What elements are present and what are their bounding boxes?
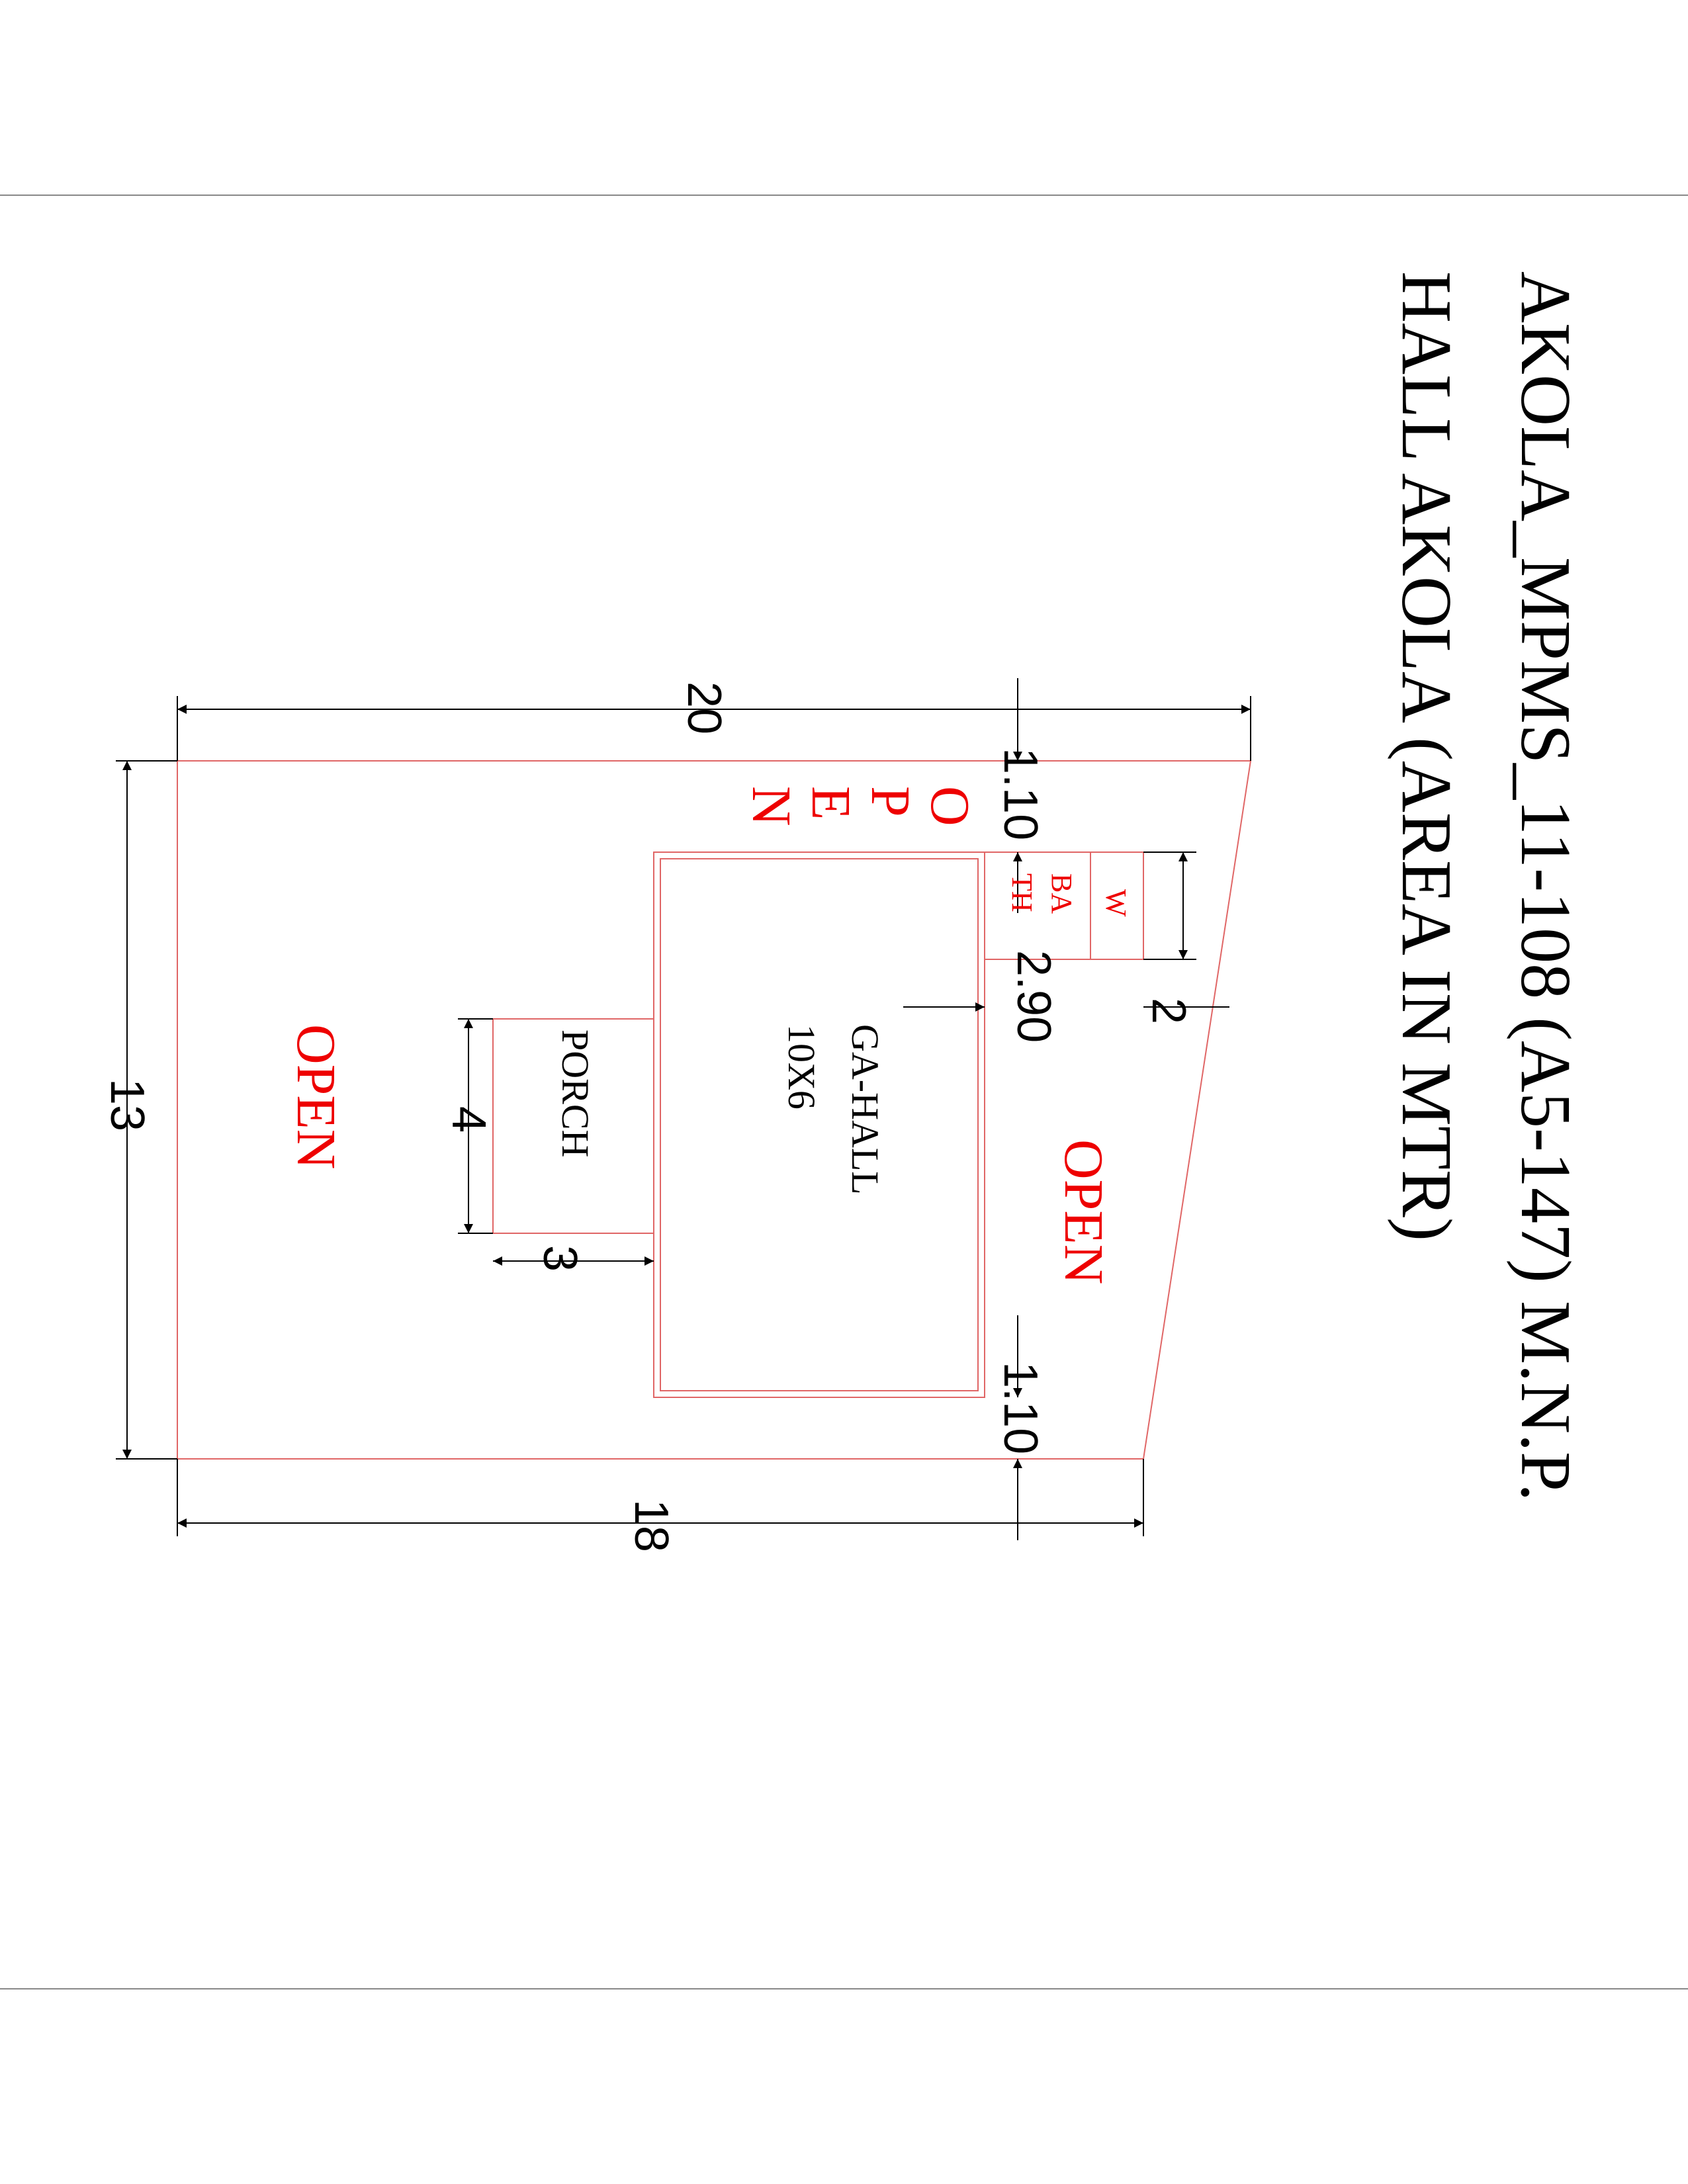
dim-bottom-label: 18 bbox=[625, 1499, 678, 1552]
dimension-lines bbox=[116, 678, 1251, 1540]
open-labels: OPEN OPEN O P E N bbox=[285, 786, 1114, 1284]
porch-label: PORCH bbox=[554, 1029, 597, 1157]
dim-front-offset-label: 1.10 bbox=[994, 748, 1047, 840]
open-vertical-letter-n: N bbox=[740, 786, 802, 826]
hall-outer-wall bbox=[653, 852, 985, 1398]
dim-top-label: 20 bbox=[678, 681, 731, 734]
title-line-2: HALL AKOLA (AREA IN MTR) bbox=[1387, 271, 1466, 1241]
open-vertical-letter-p: P bbox=[860, 786, 921, 817]
bath-label-line-2: TH bbox=[1006, 873, 1038, 912]
wash-outline bbox=[1090, 852, 1144, 960]
open-label-center: OPEN bbox=[285, 1024, 347, 1169]
wet-area-labels: W BA TH bbox=[1006, 873, 1132, 917]
dim-porch-width-label: 3 bbox=[533, 1245, 586, 1272]
room-labels: GA-HALL 10X6 PORCH bbox=[554, 1024, 887, 1195]
open-label-right: OPEN bbox=[1053, 1139, 1114, 1284]
wash-label: W bbox=[1100, 889, 1132, 917]
hall-inner-wall bbox=[660, 858, 979, 1391]
sheet-frame bbox=[0, 195, 1688, 1989]
open-vertical-letter-e: E bbox=[800, 786, 862, 820]
hall-name-label: GA-HALL bbox=[844, 1024, 887, 1195]
title-block: AKOLA_MPMS_11-108 (A5-147) M.N.P. HALL A… bbox=[1387, 271, 1585, 1501]
hall-size-label: 10X6 bbox=[780, 1024, 823, 1110]
dim-side-offset-label: 2.90 bbox=[1007, 950, 1060, 1043]
open-vertical-letter-o: O bbox=[919, 786, 981, 826]
porch-outline bbox=[492, 1018, 654, 1234]
dim-wash-label: 2 bbox=[1142, 998, 1195, 1024]
dimension-labels: 20 18 13 1.10 2.90 2 1.10 4 3 bbox=[101, 681, 1195, 1552]
dim-rear-offset-label: 1.10 bbox=[994, 1362, 1047, 1454]
bath-label-line-1: BA bbox=[1045, 873, 1078, 914]
dim-left-label: 13 bbox=[101, 1078, 154, 1131]
dim-porch-depth-label: 4 bbox=[442, 1106, 495, 1133]
title-line-1: AKOLA_MPMS_11-108 (A5-147) M.N.P. bbox=[1506, 271, 1585, 1501]
